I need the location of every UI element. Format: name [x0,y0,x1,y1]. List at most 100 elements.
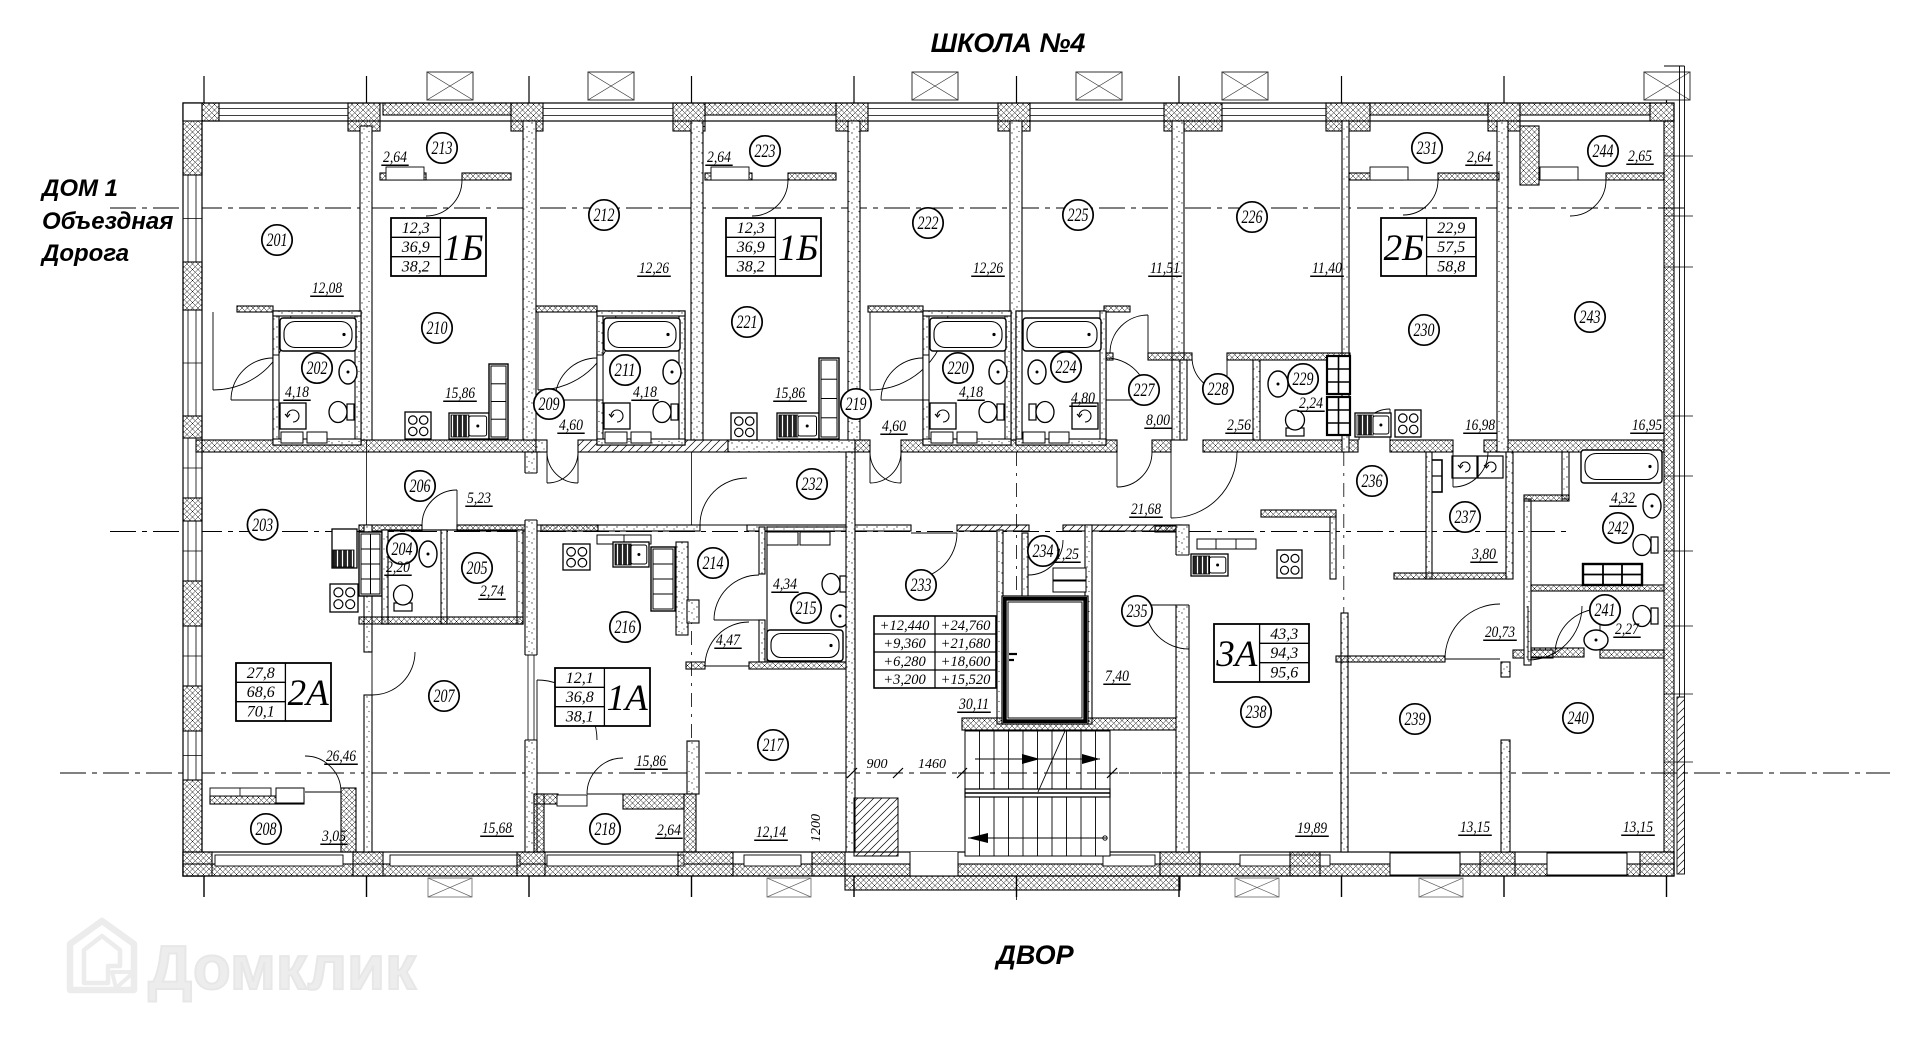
svg-text:234: 234 [1033,541,1054,562]
svg-text:201: 201 [267,230,288,251]
svg-text:242: 242 [1608,518,1629,539]
svg-text:58,8: 58,8 [1437,259,1465,276]
svg-text:207: 207 [434,686,456,707]
svg-text:4,18: 4,18 [633,384,657,401]
svg-text:36,9: 36,9 [401,239,430,256]
svg-text:214: 214 [703,553,724,574]
svg-text:8,00: 8,00 [1146,412,1170,429]
svg-text:13,15: 13,15 [1623,819,1653,836]
svg-text:4,34: 4,34 [773,576,797,593]
svg-text:57,5: 57,5 [1437,239,1465,256]
svg-text:16,98: 16,98 [1465,417,1495,434]
svg-text:26,46: 26,46 [326,748,356,765]
svg-text:+24,760: +24,760 [941,618,991,634]
svg-text:22,9: 22,9 [1437,220,1465,237]
svg-text:900: 900 [867,757,888,772]
svg-text:2,65: 2,65 [1628,148,1652,165]
svg-text:4,18: 4,18 [959,384,983,401]
svg-text:21,68: 21,68 [1131,501,1161,518]
svg-text:38,2: 38,2 [401,259,430,276]
svg-text:Домклик: Домклик [148,934,417,1003]
svg-text:12,14: 12,14 [756,824,786,841]
svg-text:ДОМ 1: ДОМ 1 [40,175,118,202]
svg-text:209: 209 [539,394,560,415]
svg-text:220: 220 [948,358,969,379]
svg-text:+9,360: +9,360 [883,636,926,652]
svg-text:12,26: 12,26 [973,260,1003,277]
svg-text:4,32: 4,32 [1611,490,1635,507]
svg-text:15,86: 15,86 [636,753,666,770]
svg-text:1А: 1А [607,678,649,719]
svg-text:244: 244 [1593,141,1614,162]
svg-text:1200: 1200 [809,814,824,842]
svg-text:2,27: 2,27 [1615,621,1640,638]
svg-text:208: 208 [256,819,277,840]
svg-text:1Б: 1Б [778,228,819,269]
svg-text:+18,600: +18,600 [941,654,991,670]
svg-text:213: 213 [432,138,453,159]
svg-text:2,64: 2,64 [1467,149,1491,166]
svg-text:224: 224 [1056,357,1077,378]
svg-text:217: 217 [763,735,785,756]
svg-text:15,68: 15,68 [482,820,512,837]
svg-text:43,3: 43,3 [1270,626,1298,643]
svg-text:239: 239 [1405,709,1426,730]
svg-text:215: 215 [796,598,817,619]
svg-text:212: 212 [594,205,615,226]
svg-text:12,3: 12,3 [737,220,765,237]
svg-text:1Б: 1Б [443,228,484,269]
svg-text:2,64: 2,64 [707,149,731,166]
svg-text:15,86: 15,86 [445,385,475,402]
svg-text:ШКОЛА №4: ШКОЛА №4 [931,28,1086,58]
svg-text:221: 221 [737,312,758,333]
svg-text:2,64: 2,64 [657,822,681,839]
svg-text:+12,440: +12,440 [880,618,930,634]
svg-text:7,40: 7,40 [1105,668,1129,685]
svg-text:95,6: 95,6 [1270,665,1298,682]
svg-text:222: 222 [918,213,939,234]
svg-text:15,86: 15,86 [775,385,805,402]
svg-text:223: 223 [755,141,776,162]
svg-text:Дорога: Дорога [40,240,129,267]
svg-text:206: 206 [410,476,431,497]
svg-text:216: 216 [615,617,636,638]
svg-text:+15,520: +15,520 [941,672,991,688]
svg-text:4,80: 4,80 [1071,390,1095,407]
svg-text:232: 232 [802,474,823,495]
svg-text:243: 243 [1580,307,1601,328]
svg-text:16,95: 16,95 [1632,417,1662,434]
svg-text:219: 219 [846,394,867,415]
svg-text:4,60: 4,60 [559,417,583,434]
svg-text:225: 225 [1068,205,1089,226]
svg-text:227: 227 [1134,380,1156,401]
svg-text:4,47: 4,47 [716,632,741,649]
svg-text:3,05: 3,05 [321,828,346,845]
svg-text:38,1: 38,1 [565,709,594,726]
svg-text:27,8: 27,8 [247,665,275,682]
svg-text:2,74: 2,74 [480,583,504,600]
svg-text:11,40: 11,40 [1312,260,1342,277]
svg-text:Объездная: Объездная [42,208,173,235]
svg-text:13,15: 13,15 [1460,819,1490,836]
svg-text:2,24: 2,24 [1299,395,1323,412]
svg-text:94,3: 94,3 [1270,645,1298,662]
svg-text:70,1: 70,1 [247,704,275,721]
svg-text:12,3: 12,3 [402,220,430,237]
svg-text:235: 235 [1127,601,1148,622]
svg-text:233: 233 [911,575,932,596]
svg-text:204: 204 [392,539,413,560]
svg-text:203: 203 [252,515,273,536]
svg-text:2,20: 2,20 [386,559,410,576]
svg-text:2,64: 2,64 [383,149,407,166]
svg-text:19,89: 19,89 [1297,820,1327,837]
svg-text:2,56: 2,56 [1227,417,1251,434]
svg-text:226: 226 [1242,207,1263,228]
svg-text:205: 205 [467,558,488,579]
svg-text:3,80: 3,80 [1471,546,1496,563]
svg-text:5,23: 5,23 [467,490,491,507]
svg-text:12,08: 12,08 [312,280,342,297]
svg-text:228: 228 [1208,379,1229,400]
svg-text:+21,680: +21,680 [941,636,991,652]
svg-text:2Б: 2Б [1384,228,1425,269]
svg-text:4,18: 4,18 [285,384,309,401]
